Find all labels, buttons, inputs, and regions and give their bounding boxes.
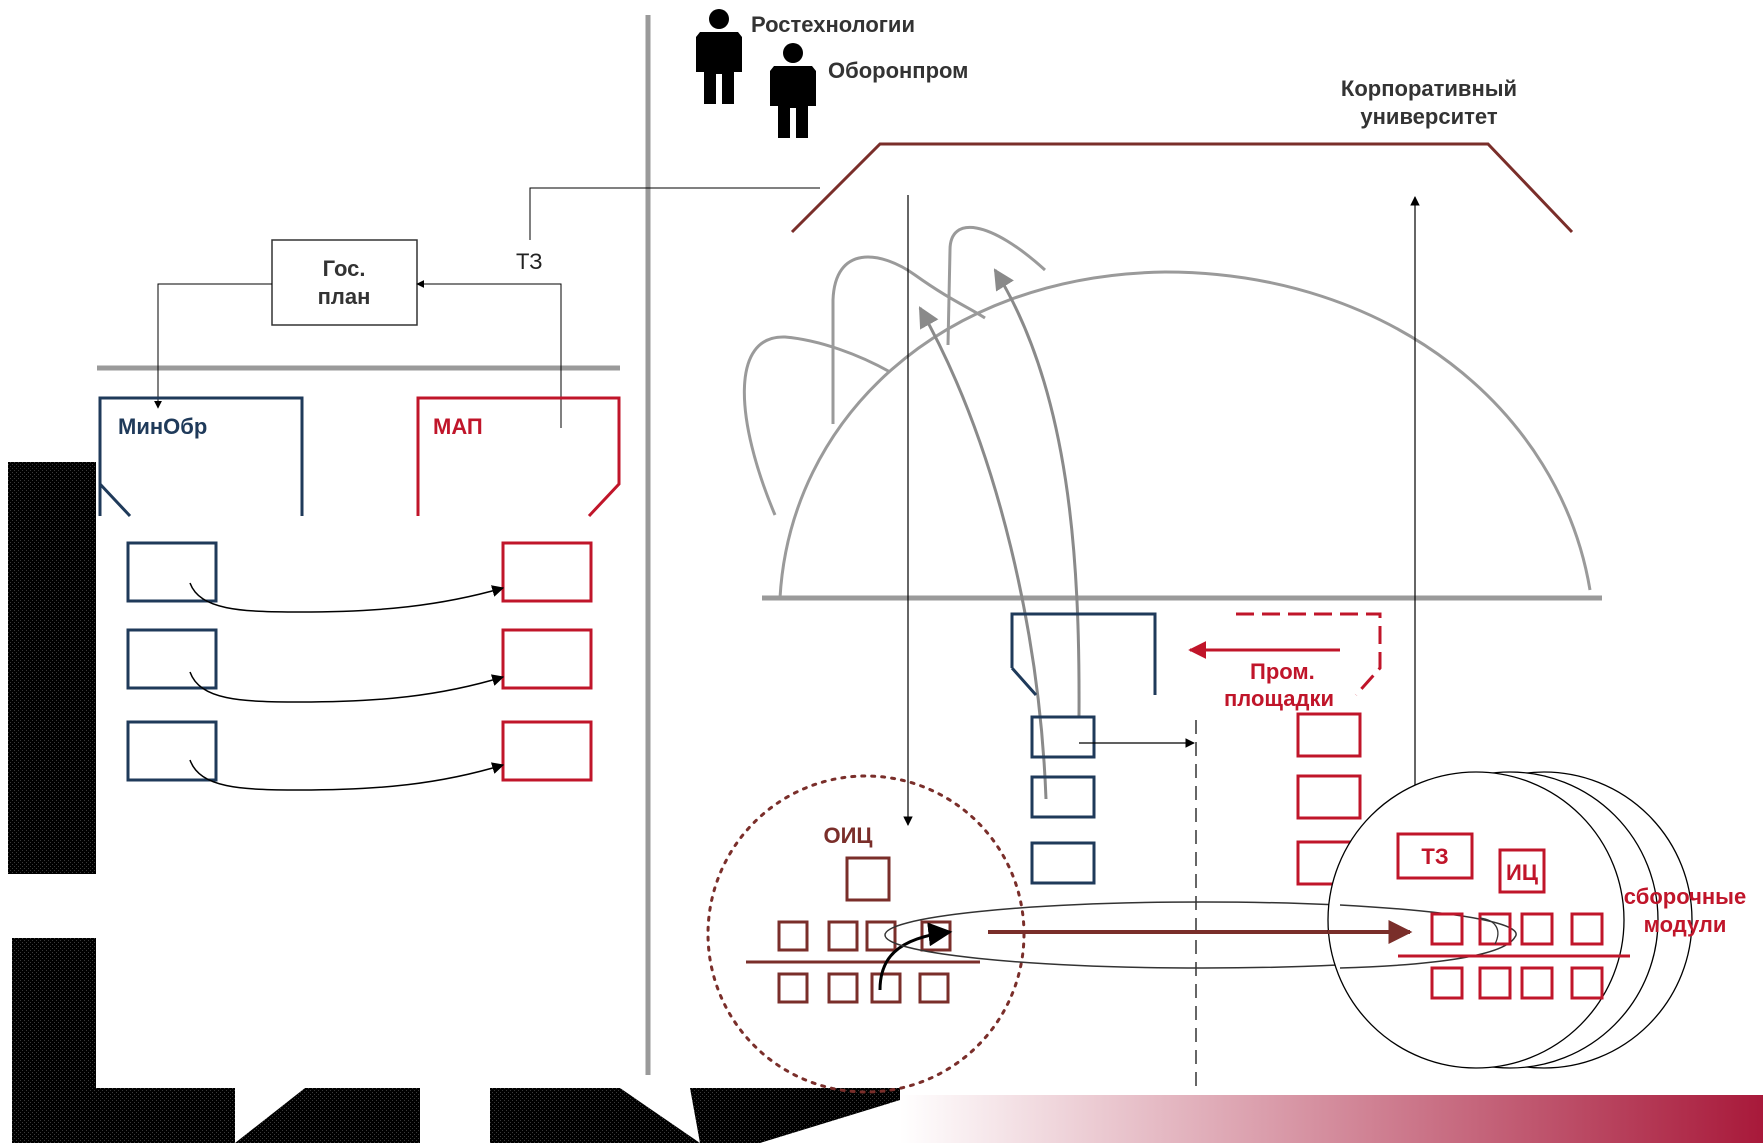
transfer-arrow: [189, 759, 505, 791]
map-box: [501, 720, 593, 782]
tz-right-box: [1396, 832, 1474, 880]
corp-univ-label-line1: Корпоративный: [1341, 76, 1517, 101]
assembly-inner-arc: [1479, 917, 1499, 945]
center-navy-box: [1030, 841, 1096, 885]
rostec-label: Ростехнологии: [751, 12, 915, 37]
assembly-label-line1: сборочные: [1624, 884, 1746, 909]
prom-dashed-bracket: [1236, 612, 1382, 696]
map-label: МАП: [433, 414, 483, 439]
sprout-curve: [831, 255, 986, 424]
assembly-circle-front: [1327, 771, 1625, 1069]
map-box: [501, 628, 593, 690]
map-to-gosplan-arrow: [416, 280, 562, 428]
person-icon: [696, 9, 742, 104]
map-box: [501, 541, 593, 603]
tz-right-label: ТЗ: [1421, 844, 1448, 869]
sprout-curve: [946, 226, 1047, 346]
gosplan-box: [271, 239, 418, 326]
corp-univ-roof: [790, 142, 1574, 234]
oboronprom-label: Оборонпром: [828, 58, 968, 83]
center-navy-box: [1030, 715, 1096, 759]
oic-curved-arrow: [878, 922, 953, 991]
prom-box: [1296, 774, 1362, 820]
center-navy-bracket: [1010, 612, 1157, 696]
minobr-bracket: [98, 396, 304, 518]
corp-univ-label-line2: университет: [1360, 104, 1497, 129]
prom-label-line1: Пром.: [1250, 659, 1315, 684]
map-bracket: [416, 396, 621, 518]
right-panel: Ростехнологии Оборонпром Корпоративный у…: [696, 9, 1746, 1094]
background-logo-decoration: [8, 462, 900, 1143]
sprout-curve: [742, 335, 891, 516]
ic-label: ИЦ: [1506, 860, 1538, 885]
assembly-label-line2: модули: [1644, 912, 1727, 937]
dome-arc: [778, 270, 1592, 599]
transfer-arrow: [189, 582, 505, 613]
minobr-box: [126, 628, 218, 690]
footer-gradient-bar: [900, 1095, 1763, 1143]
prom-box: [1296, 712, 1362, 758]
gosplan-label-line1: Гос.: [323, 256, 366, 281]
minobr-box: [126, 720, 218, 782]
transfer-arrow: [189, 671, 505, 703]
oic-label: ОИЦ: [824, 823, 873, 848]
oic-top-box: [845, 856, 891, 902]
ic-box: [1498, 848, 1546, 894]
center-navy-box: [1030, 775, 1096, 819]
tz-connector-line: [529, 187, 820, 240]
gosplan-label-line2: план: [318, 284, 371, 309]
upward-gray-arrow: [918, 306, 1048, 800]
minobr-box: [126, 541, 218, 603]
person-icon: [770, 43, 816, 138]
left-panel: Гос. план ТЗ МинОбр МАП: [97, 187, 820, 791]
tz-left-label: ТЗ: [516, 249, 542, 274]
upward-gray-arrow: [993, 268, 1081, 718]
gosplan-to-minobr-arrow: [154, 283, 272, 409]
minobr-label: МинОбр: [118, 414, 207, 439]
prom-label-line2: площадки: [1224, 686, 1334, 711]
